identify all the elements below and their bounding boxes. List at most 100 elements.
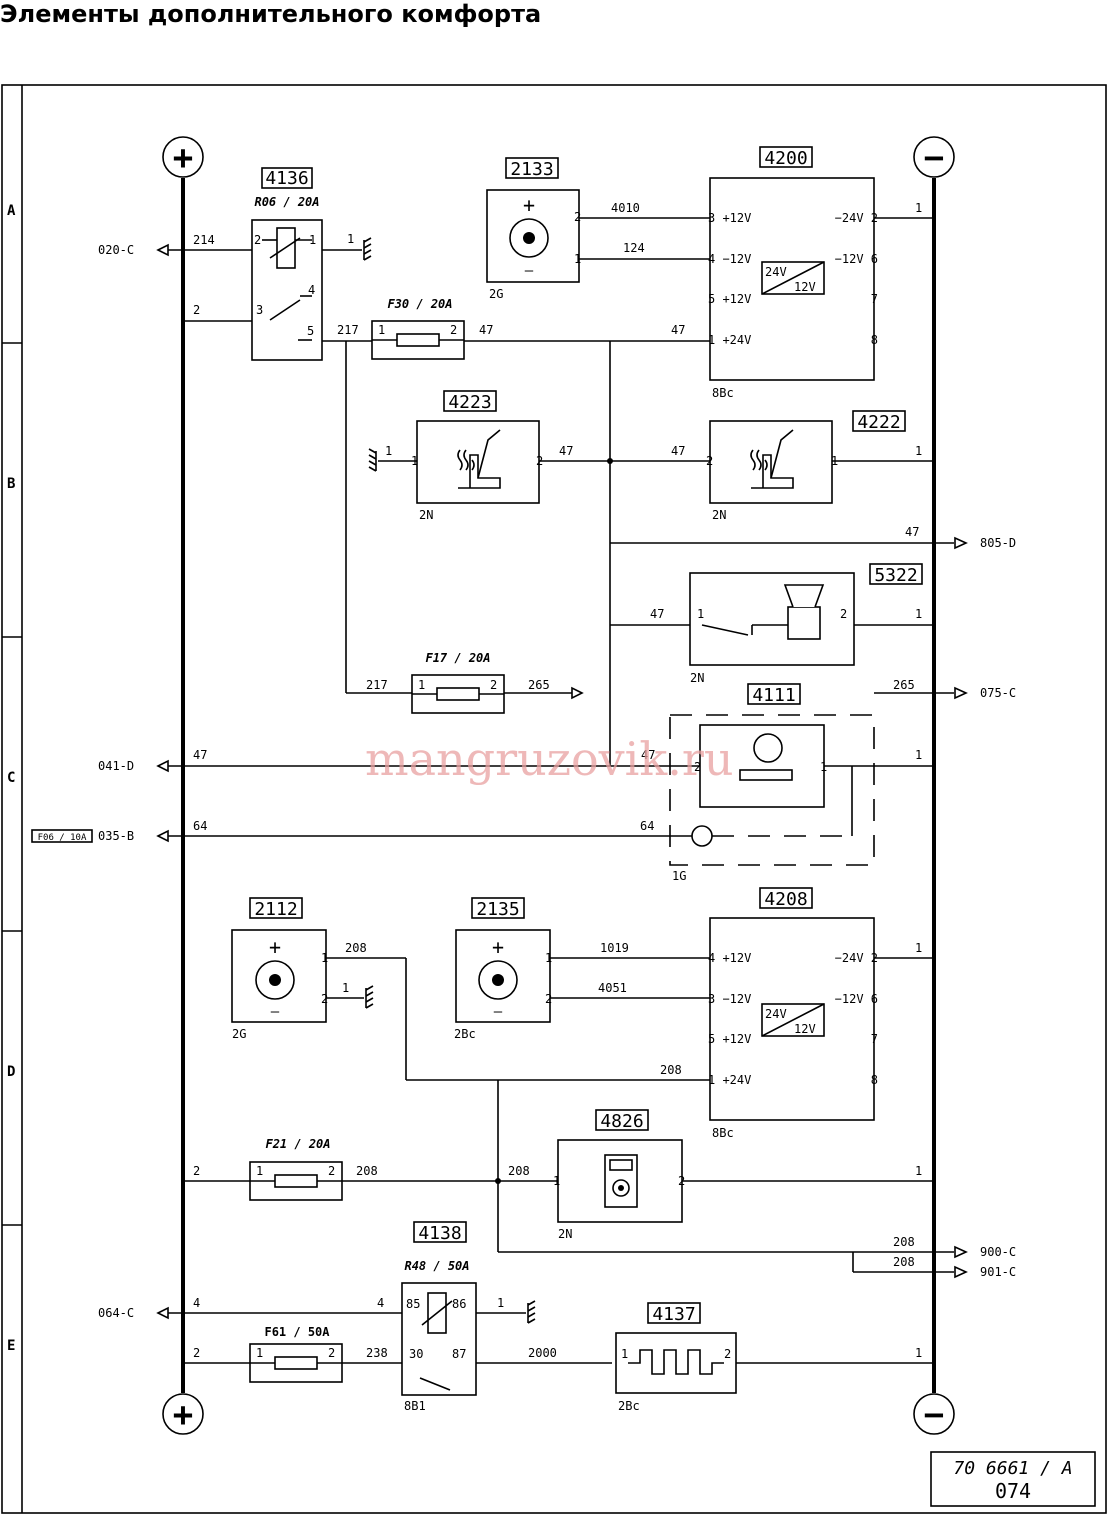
svg-text:5: 5 [307,324,314,338]
svg-text:F06 / 10A: F06 / 10A [38,833,87,843]
svg-text:2N: 2N [712,508,726,522]
svg-text:5322: 5322 [874,565,917,586]
svg-text:8Bc: 8Bc [712,386,734,400]
svg-text:4137: 4137 [652,1304,695,1325]
svg-text:—: — [271,1004,280,1020]
svg-text:2: 2 [193,1164,200,1178]
svg-text:24V: 24V [765,265,787,279]
svg-text:−12V 6: −12V 6 [835,252,878,266]
svg-text:7: 7 [871,292,878,306]
svg-text:4 +12V: 4 +12V [708,951,751,965]
svg-text:−: − [924,1395,944,1435]
svg-text:47: 47 [671,323,685,337]
svg-text:64: 64 [640,819,654,833]
ref-900-c: 900-C [980,1245,1016,1259]
page-title: Элементы дополнительного комфорта [0,0,542,28]
svg-text:2: 2 [193,303,200,317]
svg-text:1: 1 [418,678,425,692]
row-label-a: A [7,203,16,219]
ground-symbol [365,985,374,1009]
svg-text:3: 3 [256,303,263,317]
ref-075-c: 075-C [980,686,1016,700]
wire-217-label: 217 [337,323,359,337]
seat-heater-4222: 4222 2 1 2N [706,410,906,522]
svg-text:47: 47 [671,444,685,458]
fuse-ref-f06 [31,829,93,843]
svg-text:4208: 4208 [764,889,807,910]
svg-text:124: 124 [623,241,645,255]
svg-text:3 −12V: 3 −12V [708,992,751,1006]
svg-text:208: 208 [345,941,367,955]
svg-text:2112: 2112 [254,899,297,920]
svg-text:1: 1 [347,232,354,246]
svg-text:2: 2 [328,1164,335,1178]
svg-text:1 +24V: 1 +24V [708,1073,751,1087]
arrow-265 [571,686,584,700]
svg-text:1: 1 [342,981,349,995]
svg-text:F21 / 20A: F21 / 20A [265,1137,330,1151]
row-label-b: B [7,476,15,492]
ref-805-d: 805-D [980,536,1016,550]
svg-text:47: 47 [559,444,573,458]
ref-020-c: 020-C [98,243,134,257]
svg-text:47: 47 [905,525,919,539]
arrow-805-d [954,536,968,550]
svg-text:4223: 4223 [448,392,491,413]
svg-text:4: 4 [308,283,315,297]
svg-text:5 +12V: 5 +12V [708,292,751,306]
svg-text:2000: 2000 [528,1346,557,1360]
fuse-f17: F17 / 20A 1 2 [411,651,505,714]
svg-text:1019: 1019 [600,941,629,955]
svg-text:47: 47 [641,748,655,762]
svg-text:2N: 2N [558,1227,572,1241]
converter-4200: 4200 3 +12V 4 −12V 5 +12V 1 +24V −24V 2 … [708,146,878,400]
svg-text:−12V 6: −12V 6 [835,992,878,1006]
svg-text:1: 1 [321,951,328,965]
svg-text:1: 1 [915,1164,922,1178]
arrow-064-c [156,1306,169,1320]
svg-text:R06 / 20A: R06 / 20A [254,195,319,209]
svg-text:47: 47 [193,748,207,762]
row-label-c: C [7,770,15,786]
svg-text:1: 1 [915,607,922,621]
svg-text:4826: 4826 [600,1111,643,1132]
lamp-4111: 4111 2 1 1G [669,683,875,883]
lamp-icon [753,733,783,763]
svg-text:2: 2 [490,678,497,692]
svg-text:8: 8 [871,1073,878,1087]
svg-text:2G: 2G [232,1027,246,1041]
plus-terminal-bottom: + [162,1393,204,1435]
svg-text:—: — [494,1004,503,1020]
svg-text:2N: 2N [419,508,433,522]
svg-text:47: 47 [650,607,664,621]
svg-text:1: 1 [256,1346,263,1360]
svg-text:4136: 4136 [265,168,308,189]
svg-text:074: 074 [995,1479,1031,1503]
buzzer-5322: 5322 1 2 2N [689,563,923,685]
svg-text:1: 1 [385,444,392,458]
svg-text:+: + [173,1395,193,1435]
arrow-041-d [156,759,169,773]
svg-text:+: + [173,138,193,178]
svg-text:1: 1 [497,1296,504,1310]
svg-text:+: + [492,935,504,959]
svg-text:2G: 2G [489,287,503,301]
svg-text:30: 30 [409,1347,423,1361]
arrow-900-c [954,1245,968,1259]
svg-text:+: + [269,935,281,959]
row-separators [2,342,22,1226]
ground-symbol [363,237,372,261]
svg-text:2: 2 [328,1346,335,1360]
svg-text:47: 47 [479,323,493,337]
svg-text:3 +12V: 3 +12V [708,211,751,225]
horn-icon [783,584,825,608]
minus-terminal-bottom: − [913,1393,955,1435]
svg-text:5 +12V: 5 +12V [708,1032,751,1046]
svg-text:64: 64 [193,819,207,833]
svg-text:1: 1 [915,444,922,458]
arrow-075-c [954,686,968,700]
svg-text:1: 1 [915,941,922,955]
svg-text:8Bc: 8Bc [712,1126,734,1140]
svg-text:12V: 12V [794,1022,816,1036]
svg-text:208: 208 [508,1164,530,1178]
